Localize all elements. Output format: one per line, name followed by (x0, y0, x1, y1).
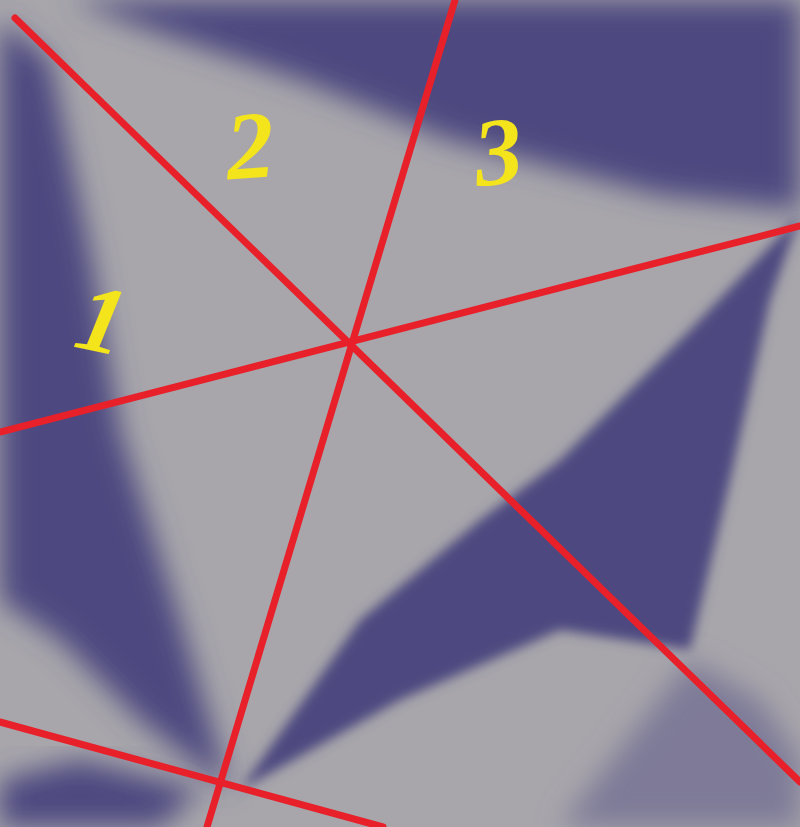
red-line (207, 0, 455, 827)
red-line (0, 722, 383, 827)
callout-number: 3 (469, 102, 527, 202)
callout-number: 2 (223, 96, 278, 195)
red-line (0, 226, 800, 432)
